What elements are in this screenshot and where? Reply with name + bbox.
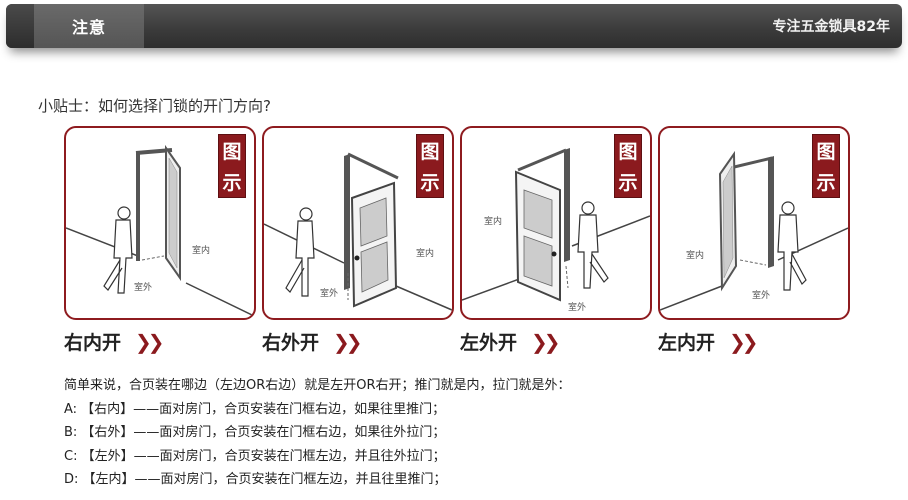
badge-bottom-char: 示 [816, 172, 836, 194]
tab-notice-label: 注意 [71, 18, 106, 37]
badge-top-char: 图 [420, 141, 440, 163]
label-outside: 室外 [320, 289, 339, 299]
door-illustration [660, 150, 848, 311]
label-inside: 室内 [686, 251, 705, 261]
caption-right-inward: 右内开 ❯❯ [64, 328, 164, 355]
double-chevron-right-icon: ❯❯ [729, 329, 758, 354]
double-chevron-right-icon: ❯❯ [531, 329, 560, 354]
door-illustration [66, 144, 254, 317]
explanation-item-b: B: 【右外】——面对房门，合页安装在门框右边，如果往外拉门； [64, 425, 446, 440]
explanation-intro: 简单来说，合页装在哪边（左边OR右边）就是左开OR右开；推门就是内，拉门就是外： [64, 378, 571, 393]
caption-left-inward: 左内开 ❯❯ [658, 328, 758, 355]
caption-text: 右外开 [262, 332, 320, 354]
tip-title: 小贴士：如何选择门锁的开门方向? [38, 97, 271, 115]
caption-left-outward: 左外开 ❯❯ [460, 328, 560, 355]
illustration-panel-right-outward: 图 示 室内 室外 [262, 126, 454, 320]
header-slogan: 专注五金锁具82年 [772, 19, 890, 35]
illustration-panel-right-inward: 图 示 室内 室外 [64, 126, 256, 320]
caption-text: 左内开 [658, 332, 716, 354]
label-inside: 室内 [416, 249, 435, 259]
illustration-badge: 图 示 [614, 134, 642, 198]
caption-text: 右内开 [64, 332, 122, 354]
caption-text: 左外开 [460, 332, 518, 354]
badge-bottom-char: 示 [618, 172, 638, 194]
illustration-panel-left-inward: 图 示 室内 室外 [658, 126, 850, 320]
badge-bottom-char: 示 [222, 172, 242, 194]
door-illustration [264, 152, 452, 311]
explanation-block: 简单来说，合页装在哪边（左边OR右边）就是左开OR右开；推门就是内，拉门就是外：… [64, 374, 571, 492]
badge-top-char: 图 [816, 141, 836, 163]
label-inside: 室内 [192, 246, 211, 256]
explanation-item-c: C: 【左外】——面对房门，合页安装在门框左边，并且往外拉门； [64, 448, 446, 464]
badge-bottom-char: 示 [420, 172, 440, 194]
door-illustration [462, 148, 650, 302]
double-chevron-right-icon: ❯❯ [135, 329, 164, 354]
label-inside: 室内 [484, 217, 503, 227]
tab-notice[interactable]: 注意 [34, 4, 144, 48]
label-outside: 室外 [568, 303, 587, 313]
label-outside: 室外 [134, 283, 153, 293]
badge-top-char: 图 [618, 141, 638, 163]
explanation-item-d: D: 【左内】——面对房门，合页安装在门框左边，并且往里推门； [64, 472, 447, 487]
caption-right-outward: 右外开 ❯❯ [262, 328, 362, 355]
illustration-badge: 图 示 [416, 134, 444, 198]
illustration-badge: 图 示 [812, 134, 840, 198]
badge-top-char: 图 [222, 141, 242, 163]
illustration-panel-left-outward: 图 示 室内 室外 [460, 126, 652, 320]
explanation-item-a: A: 【右内】——面对房门，合页安装在门框右边，如果往里推门； [64, 401, 446, 417]
header-bar: 注意 专注五金锁具82年 [6, 4, 902, 48]
double-chevron-right-icon: ❯❯ [333, 329, 362, 354]
header-left-edge [6, 4, 34, 48]
label-outside: 室外 [752, 291, 771, 301]
illustration-badge: 图 示 [218, 134, 246, 198]
